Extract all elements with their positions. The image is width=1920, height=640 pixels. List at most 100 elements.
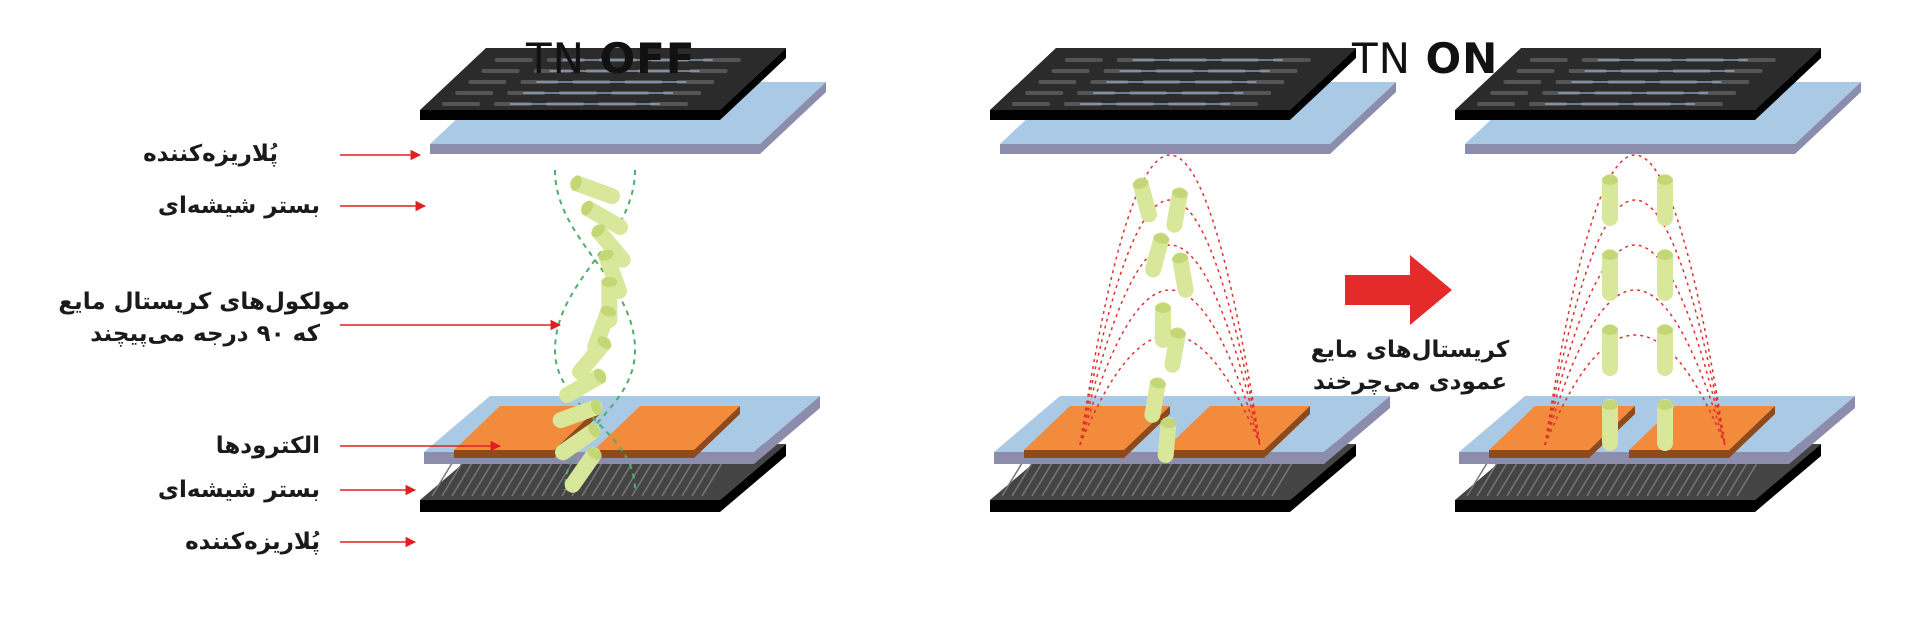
top-polarizer-front: [990, 110, 1290, 120]
top-glass-front: [1465, 144, 1795, 154]
crystal-molecule-twisted-body: [580, 201, 629, 235]
bottom-glass-side: [754, 396, 820, 464]
label-top-polarizer: پُلاریزه‌کننده: [143, 141, 278, 167]
crystal-molecule-tilted-body: [1166, 187, 1188, 233]
polarizer-slot: [1025, 91, 1064, 95]
title-on-state: ON: [1425, 34, 1499, 83]
crystal-molecule-vertical-cap: [1602, 400, 1618, 410]
title-on-prefix: TN: [1352, 34, 1412, 83]
crystal-molecule-twisted-cap: [590, 399, 602, 415]
electric-field-line: [1544, 244, 1726, 446]
crystal-molecule-vertical: [1657, 399, 1673, 451]
crystal-molecule-tilted: [1144, 377, 1166, 423]
tn-on-panel-tilted: [990, 48, 1396, 512]
bottom-polarizer-front: [420, 500, 720, 512]
crystal-molecule-vertical: [1602, 174, 1618, 226]
top-polarizer-side: [720, 48, 786, 120]
crystal-molecule-twisted: [570, 175, 620, 205]
crystal-molecule-tilted-cap: [1172, 188, 1188, 199]
polarizer-slot: [1711, 80, 1750, 84]
title-off-prefix: TN: [526, 34, 586, 83]
bottom-polarizer-front: [1455, 500, 1755, 512]
electrode-right-front: [1629, 450, 1729, 458]
crystal-molecule-tilted-cap: [1150, 378, 1166, 389]
crystal-molecule-vertical-body: [1657, 249, 1673, 301]
crystal-molecule-vertical: [1657, 174, 1673, 226]
crystal-molecule-tilted: [1172, 252, 1194, 298]
electric-field-line: [1079, 199, 1261, 446]
crystal-molecule-vertical-body: [1602, 399, 1618, 451]
crystal-molecule-tilted-body: [1144, 377, 1166, 423]
crystal-molecule-twisted: [559, 368, 607, 403]
crystal-molecule-vertical: [1602, 399, 1618, 451]
crystal-molecule-twisted: [552, 399, 603, 429]
label-electrodes: الکترودها: [215, 433, 320, 459]
crystal-molecule-twisted-cap: [598, 249, 614, 261]
label-top-glass: بستر شیشه‌ای: [157, 193, 320, 219]
crystal-molecule-tilted-body: [1155, 302, 1171, 348]
electrode-right-front: [594, 450, 694, 458]
crystal-molecule-vertical-body: [1657, 324, 1673, 376]
crystal-molecule-twisted-cap: [587, 447, 602, 460]
crystal-molecule-vertical-body: [1657, 399, 1673, 451]
crystal-molecule-twisted: [571, 336, 612, 380]
crystal-molecule-twisted-body: [552, 399, 603, 429]
crystal-molecule-tilted: [1164, 327, 1186, 373]
electrode-right-side: [694, 406, 740, 458]
electric-field-line: [1079, 244, 1261, 446]
label-pointer-arrows: [340, 149, 562, 548]
bottom-polarizer-side: [1755, 444, 1821, 512]
polarizer-slot: [442, 102, 480, 106]
polarizer-slot: [1724, 69, 1763, 73]
electric-field-line: [1544, 199, 1726, 446]
crystal-molecule-twisted-cap: [587, 423, 601, 438]
crystal-molecule-vertical-cap: [1602, 250, 1618, 260]
electrode-right-top: [594, 406, 740, 450]
electric-field-line: [1079, 154, 1261, 446]
bottom-polarizer-side: [720, 444, 786, 512]
crystal-molecule-twisted: [598, 249, 628, 299]
polarizer-slot: [481, 69, 520, 73]
crystal-molecule-vertical-cap: [1602, 175, 1618, 185]
label-molecules-line2: که ۹۰ درجه می‌پیچند: [90, 321, 320, 347]
top-glass-side: [1795, 82, 1861, 154]
label-bottom-polarizer: پُلاریزه‌کننده: [185, 529, 320, 555]
crystal-molecule-tilted: [1132, 177, 1157, 223]
crystal-molecule-tilted: [1145, 232, 1170, 278]
electrode-right-front: [1164, 450, 1264, 458]
polarizer-slot: [1012, 102, 1050, 106]
polarizer-slot: [1220, 102, 1258, 106]
twist-guide-left: [554, 169, 637, 491]
crystal-molecule-twisted-body: [564, 447, 602, 493]
top-polarizer-side: [1290, 48, 1356, 120]
crystal-molecule-vertical-cap: [1602, 325, 1618, 335]
polarizer-slot: [1490, 91, 1529, 95]
title-tn-off: TN OFF: [526, 34, 696, 83]
polarizer-slot: [1051, 69, 1090, 73]
top-polarizer-front: [420, 110, 720, 120]
crystal-molecule-tilted-body: [1164, 327, 1186, 373]
crystal-molecule-twisted-body: [570, 175, 620, 205]
crystal-molecule-twisted-cap: [581, 200, 594, 216]
crystal-molecule-vertical-cap: [1657, 325, 1673, 335]
note-line2: عمودی می‌چرخند: [1312, 369, 1508, 395]
crystal-molecule-tilted: [1157, 417, 1177, 463]
polarizer-slot: [468, 80, 507, 84]
crystal-molecule-tilted: [1166, 187, 1188, 233]
crystal-molecule-vertical-body: [1602, 324, 1618, 376]
polarizer-slot: [455, 91, 494, 95]
note-crystals-rotate: کریستال‌های مایع عمودی می‌چرخند: [1300, 334, 1520, 398]
crystal-molecule-vertical: [1657, 249, 1673, 301]
crystal-molecule-twisted-cap: [570, 175, 582, 191]
crystal-molecule-vertical-body: [1602, 174, 1618, 226]
electric-field-line: [1544, 334, 1726, 446]
electric-field-line: [1544, 289, 1726, 446]
crystal-molecule-vertical: [1602, 249, 1618, 301]
electrode-left-front: [454, 450, 554, 458]
note-line1: کریستال‌های مایع: [1310, 337, 1510, 363]
electrode-left-top: [1489, 406, 1635, 450]
title-off-state: OFF: [599, 34, 696, 83]
top-polarizer-side: [1755, 48, 1821, 120]
polarizer-slot: [650, 102, 688, 106]
label-molecules-line1: مولکول‌های کریستال مایع: [58, 289, 350, 315]
